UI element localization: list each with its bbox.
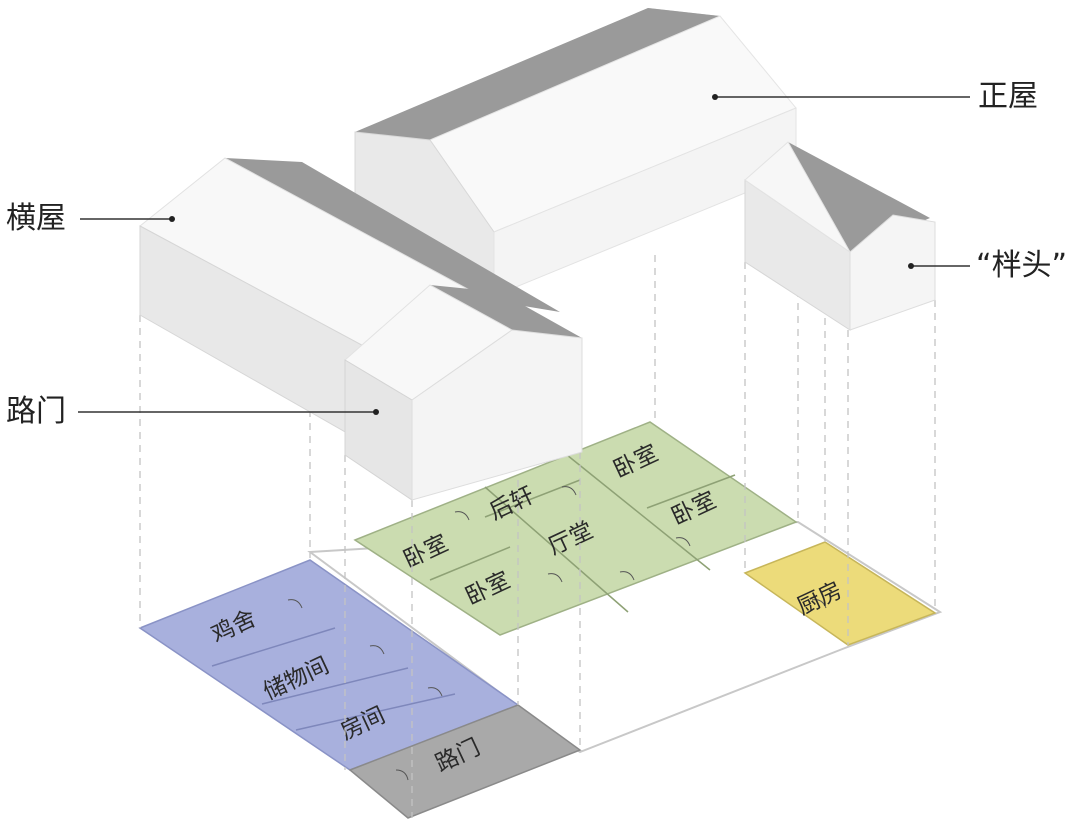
- side-wing-divider: [295, 693, 456, 731]
- main-house-floor: [353, 421, 798, 636]
- floor-plan: 鸡舍 储物间 房间 路门 后轩 厅堂 卧室 卧室 卧室 卧室 厨房: [138, 421, 943, 819]
- kitchen-floor: [743, 541, 937, 646]
- side-wing-divider: [211, 627, 336, 667]
- door-swing: [454, 511, 470, 521]
- main-floor-wall: [566, 454, 711, 571]
- door-swing: [619, 571, 635, 581]
- side-wing-divider: [261, 667, 409, 705]
- callout-gate-house: 路门: [6, 394, 66, 429]
- paitou-roof-light: [744, 141, 851, 253]
- main-floor-wall: [429, 546, 511, 581]
- side-house-roof-dark: [225, 158, 560, 312]
- gate-house-roof-dark: [430, 285, 582, 338]
- door-swing: [287, 599, 303, 609]
- leader-dot: [908, 263, 914, 269]
- main-house-roof-dark: [355, 8, 720, 140]
- projection-lines: [139, 255, 936, 818]
- paitou-front: [849, 214, 936, 331]
- leader-dot: [169, 216, 175, 222]
- gate-floor: [348, 704, 582, 819]
- callout-leaders: [78, 94, 970, 415]
- door-swing: [369, 645, 385, 655]
- gate-house-building: [344, 284, 583, 501]
- gate-house-front: [411, 329, 583, 501]
- callout-main-house: 正屋: [978, 79, 1038, 114]
- main-floor-wall: [646, 474, 736, 509]
- door-swing: [675, 537, 691, 547]
- door-swing: [561, 486, 577, 496]
- door-swing: [547, 573, 563, 583]
- main-floor-wall: [484, 479, 581, 518]
- door-swing: [811, 599, 827, 609]
- leader-dot: [712, 94, 718, 100]
- door-swing: [427, 687, 443, 697]
- leader-dot: [373, 409, 379, 415]
- door-swing: [395, 769, 409, 781]
- paitou-building: [744, 141, 936, 331]
- callout-side-house: 横屋: [6, 201, 66, 236]
- callout-paitou: “柈头”: [976, 248, 1068, 283]
